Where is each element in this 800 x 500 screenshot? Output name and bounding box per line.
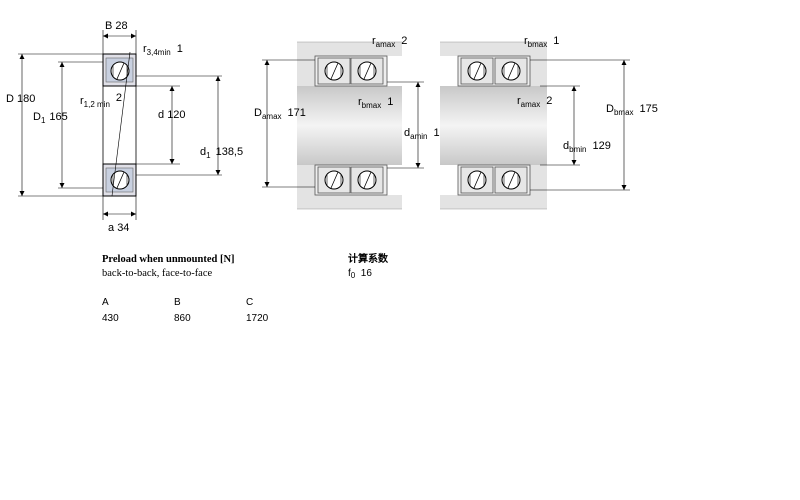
label-a: a 34 — [108, 222, 129, 234]
calc-title: 计算系数 — [348, 254, 388, 265]
ball-top — [110, 61, 130, 81]
calc-factor: f0 16 — [348, 268, 372, 280]
preload-val-a: 430 — [102, 313, 119, 324]
shaft — [440, 86, 547, 165]
mounting-diagram-b — [440, 41, 630, 210]
shaft — [297, 86, 402, 165]
preload-col-c: C — [246, 297, 254, 308]
preload-title: Preload when unmounted [N] — [102, 254, 235, 265]
label-d: d 120 — [158, 109, 186, 121]
label-D: D 180 — [6, 93, 35, 105]
preload-val-b: 860 — [174, 313, 191, 324]
preload-col-a: A — [102, 297, 109, 308]
mounting-diagram-a — [262, 41, 424, 210]
bearing-cross-section — [18, 30, 222, 220]
label-r12: r1,2 min2 — [80, 92, 122, 109]
label-B: B 28 — [105, 20, 128, 32]
preload-subtitle: back-to-back, face-to-face — [102, 268, 213, 279]
preload-val-c: 1720 — [246, 313, 269, 324]
preload-col-b: B — [174, 297, 181, 308]
contact-angle-line — [111, 51, 131, 197]
